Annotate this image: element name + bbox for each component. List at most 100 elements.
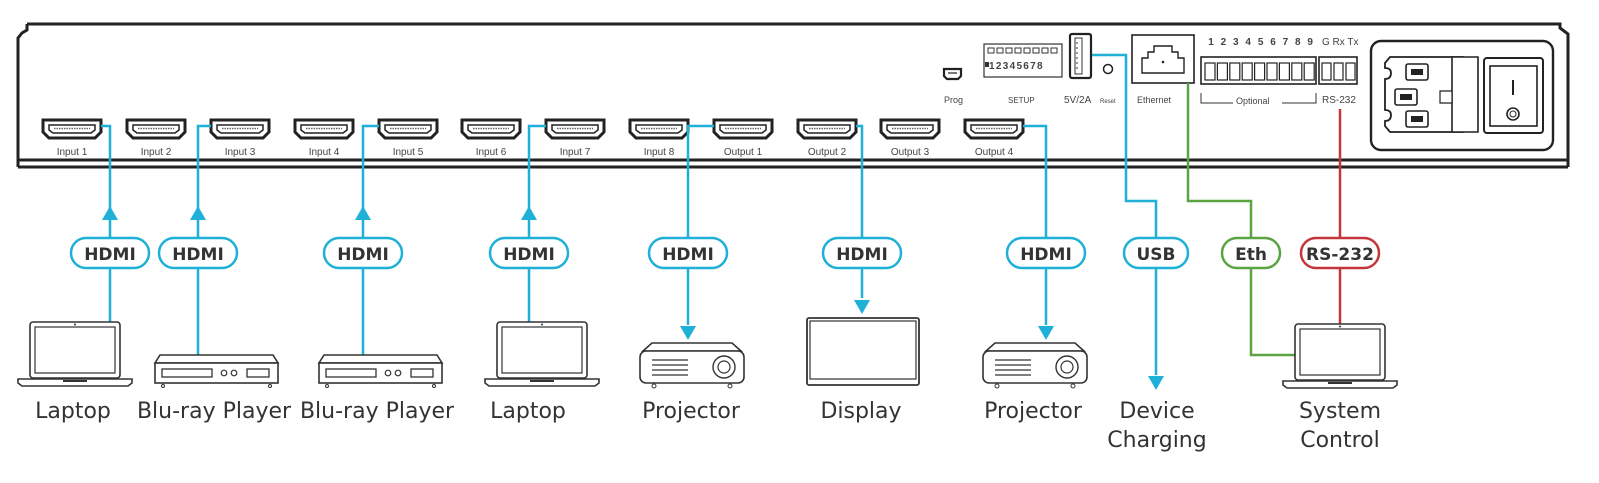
hdmi-port-output-3[interactable]: Output 3 <box>879 118 941 158</box>
dip-switch[interactable] <box>1041 47 1049 54</box>
cable-label-hdmi: HDMI <box>157 236 239 270</box>
hdmi-port-output-1[interactable]: Output 1 <box>712 118 774 158</box>
cable-label-text: Eth <box>1235 245 1267 265</box>
device-label: Device <box>1119 399 1194 424</box>
hdmi-port-label: Input 3 <box>225 147 256 158</box>
cable-label-text: HDMI <box>172 245 224 265</box>
dip-switch[interactable] <box>1032 47 1040 54</box>
hdmi-port-input-6[interactable]: Input 6 <box>460 118 522 158</box>
device-label: Laptop <box>35 399 111 424</box>
dip-switch[interactable] <box>1014 47 1022 54</box>
hdmi-port-input-2[interactable]: Input 2 <box>125 118 187 158</box>
hdmi-port-label: Input 2 <box>141 147 172 158</box>
prog-port[interactable] <box>942 67 963 81</box>
cable-label-text: HDMI <box>503 245 555 265</box>
arrow-up-icon <box>102 206 118 220</box>
hdmi-port-output-2[interactable]: Output 2 <box>796 118 858 158</box>
bluray-icon <box>318 354 443 389</box>
setup-dip-switch[interactable] <box>983 43 1063 78</box>
device-label: Blu-ray Player <box>137 399 292 424</box>
cable-label-hdmi: HDMI <box>1005 236 1087 270</box>
optional-label: Optional <box>1236 96 1270 106</box>
display-icon <box>806 317 920 386</box>
cable-label-hdmi: HDMI <box>69 236 151 270</box>
cable-label-text: HDMI <box>84 245 136 265</box>
ethernet-port[interactable] <box>1131 34 1195 84</box>
cable-output-2 <box>856 124 864 298</box>
hdmi-port-label: Output 4 <box>975 147 1014 158</box>
optional-terminal-block[interactable] <box>1200 56 1317 85</box>
hdmi-port-label: Output 2 <box>808 147 847 158</box>
hdmi-port-input-7[interactable]: Input 7 <box>544 118 606 158</box>
hdmi-port-label: Input 1 <box>57 147 88 158</box>
cable-label-text: RS-232 <box>1306 245 1374 265</box>
hdmi-port-input-4[interactable]: Input 4 <box>293 118 355 158</box>
prog-label: Prog <box>944 95 963 105</box>
ethernet-label: Ethernet <box>1137 95 1172 105</box>
hdmi-port-label: Input 7 <box>560 147 591 158</box>
cables <box>101 53 1342 390</box>
device-label: Display <box>820 399 901 424</box>
optional-pin-number: 3 <box>1233 37 1239 48</box>
power-switch[interactable] <box>1483 57 1544 134</box>
hdmi-port-label: Input 5 <box>393 147 424 158</box>
usb-charging-port[interactable] <box>1068 32 1093 80</box>
cable-label-usb: USB <box>1122 236 1190 270</box>
optional-pin-number: 2 <box>1221 37 1227 48</box>
setup-dip-numbers: 12345678 <box>989 61 1044 72</box>
power-inlet[interactable] <box>1384 56 1464 133</box>
hdmi-port-label: Input 4 <box>309 147 340 158</box>
device-blu-ray-player: Blu-ray Player <box>137 354 292 424</box>
rs232-terminal-block[interactable] <box>1318 56 1358 85</box>
cable-input-3 <box>196 124 211 356</box>
device-blu-ray-player: Blu-ray Player <box>300 354 455 424</box>
hdmi-port-input-5[interactable]: Input 5 <box>377 118 439 158</box>
dip-switch[interactable] <box>987 47 995 54</box>
hdmi-port-input-3[interactable]: Input 3 <box>209 118 271 158</box>
device-label-line2: Control <box>1300 428 1380 453</box>
arrow-down-icon <box>1038 326 1054 340</box>
optional-pin-number: 8 <box>1295 37 1301 48</box>
device-label-line2: Charging <box>1107 428 1206 453</box>
device-display: Display <box>806 317 920 424</box>
reset-button[interactable] <box>1102 63 1114 75</box>
arrow-down-icon <box>1148 376 1164 390</box>
cable-label-hdmi: HDMI <box>488 236 570 270</box>
rs232-port-label: RS-232 <box>1322 95 1356 106</box>
cable-input-1 <box>101 124 112 322</box>
device-rear-panel <box>16 22 1570 169</box>
dip-switch[interactable] <box>996 47 1004 54</box>
cable-label-text: HDMI <box>662 245 714 265</box>
cable-input-5 <box>361 124 379 356</box>
projector-icon <box>639 342 745 389</box>
laptop-icon <box>484 321 600 387</box>
arrow-down-icon <box>680 326 696 340</box>
hdmi-port-input-1[interactable]: Input 1 <box>41 118 103 158</box>
device-label: System <box>1299 399 1381 424</box>
usb-port-label: 5V/2A <box>1064 95 1092 106</box>
dip-switch[interactable] <box>1023 47 1031 54</box>
hdmi-ports: Input 1 Input 2 Input 3 Input 4 Input 5 Input… <box>41 118 1025 158</box>
hdmi-port-input-8[interactable]: Input 8 <box>628 118 690 158</box>
hdmi-port-label: Output 1 <box>724 147 763 158</box>
laptop-icon <box>17 321 133 387</box>
reset-label: Reset <box>1100 99 1116 105</box>
dip-switch[interactable] <box>1050 47 1058 54</box>
projector-icon <box>982 342 1088 389</box>
setup-label: SETUP <box>1008 96 1035 105</box>
cable-ethernet <box>1186 83 1296 357</box>
rs232-pin-labels: G Rx Tx <box>1322 37 1358 48</box>
device-label: Projector <box>984 399 1083 424</box>
dip-switch[interactable] <box>1005 47 1013 54</box>
cable-label-text: USB <box>1136 245 1175 265</box>
arrow-up-icon <box>521 206 537 220</box>
cable-label-text: HDMI <box>1020 245 1072 265</box>
hdmi-port-output-4[interactable]: Output 4 <box>963 118 1025 158</box>
laptop-icon <box>1282 323 1398 389</box>
hdmi-port-label: Output 3 <box>891 147 930 158</box>
device-label: Projector <box>642 399 741 424</box>
